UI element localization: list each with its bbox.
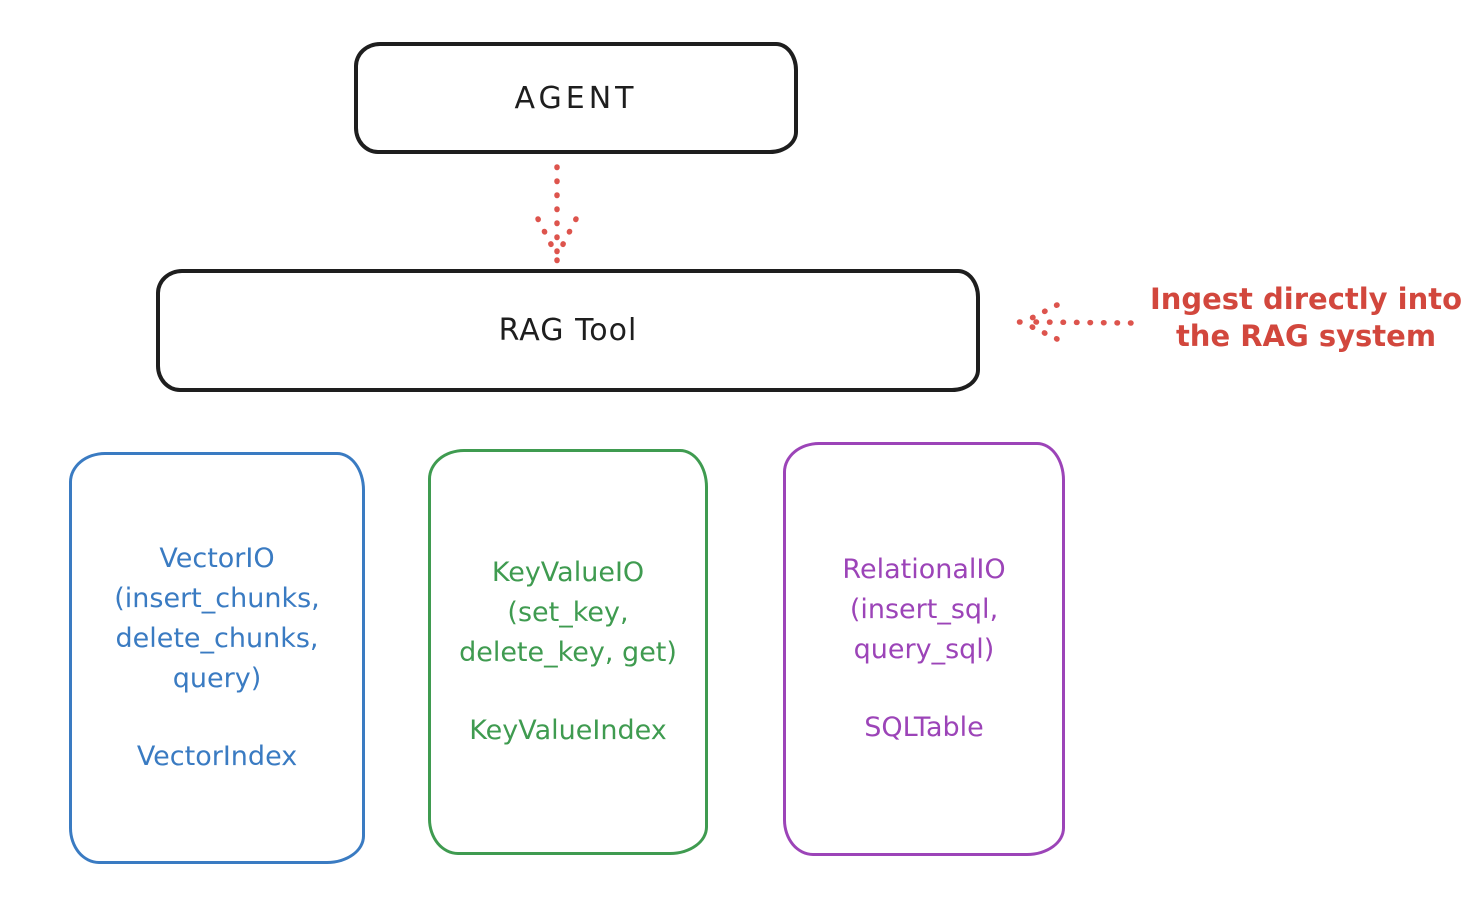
keyvalue-io-box: KeyValueIO (set_key, delete_key, get) Ke… xyxy=(428,449,708,855)
io-box-line: delete_key, get) xyxy=(459,637,677,668)
io-box-line: (set_key, xyxy=(507,597,629,628)
agent-box: AGENT xyxy=(354,42,798,154)
io-box-line: delete_chunks, xyxy=(115,623,319,654)
io-box-line: KeyValueIO xyxy=(491,557,645,588)
io-box-line: (insert_chunks, xyxy=(114,583,320,614)
ingest-annotation-dotted-arrow-icon xyxy=(1016,302,1134,342)
agent-to-rag-dotted-arrow-icon xyxy=(535,164,579,264)
io-box-line: (insert_sql, xyxy=(849,594,999,625)
vector-io-box: VectorIO (insert_chunks, delete_chunks, … xyxy=(69,452,365,864)
io-box-line: VectorIO xyxy=(159,543,275,574)
agent-box-label: AGENT xyxy=(514,80,638,116)
io-box-line: query) xyxy=(172,663,262,694)
relational-io-box: RelationalIO (insert_sql, query_sql) SQL… xyxy=(783,442,1065,856)
io-box-line: RelationalIO xyxy=(842,554,1006,585)
io-box-line: query_sql) xyxy=(853,634,995,665)
rag-tool-box-label: RAG Tool xyxy=(498,313,638,348)
ingest-annotation: Ingest directly into the RAG system xyxy=(1134,281,1478,355)
rag-tool-box: RAG Tool xyxy=(156,269,980,392)
vector-index-label: VectorIndex xyxy=(136,741,298,772)
ingest-annotation-line2: the RAG system xyxy=(1175,319,1437,353)
sql-table-label: SQLTable xyxy=(864,712,984,743)
keyvalue-index-label: KeyValueIndex xyxy=(469,715,667,746)
ingest-annotation-line1: Ingest directly into xyxy=(1149,282,1463,316)
